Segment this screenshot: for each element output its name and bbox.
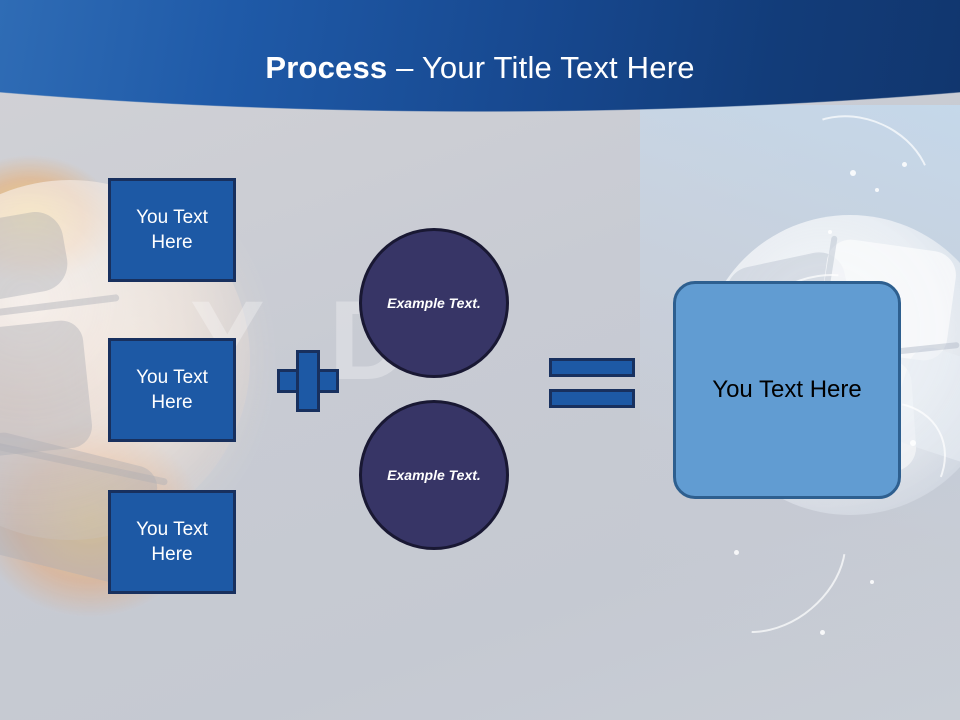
example-circle-1[interactable]: Example Text.	[359, 228, 509, 378]
example-circle-1-label: Example Text.	[387, 294, 481, 311]
slide-header: Process – Your Title Text Here	[0, 0, 960, 136]
input-box-3[interactable]: You Text Here	[108, 490, 236, 594]
page-title: Process – Your Title Text Here	[0, 50, 960, 86]
result-box-label: You Text Here	[712, 376, 862, 403]
example-circle-2[interactable]: Example Text.	[359, 400, 509, 550]
input-box-1[interactable]: You Text Here	[108, 178, 236, 282]
input-box-1-label: You Text Here	[136, 207, 208, 253]
input-box-2[interactable]: You Text Here	[108, 338, 236, 442]
page-title-strong: Process	[265, 50, 388, 85]
header-blue-band	[0, 0, 960, 136]
example-circle-2-label: Example Text.	[387, 466, 481, 483]
plus-icon	[277, 350, 339, 412]
input-box-3-label: You Text Here	[136, 519, 208, 565]
result-box[interactable]: You Text Here	[673, 281, 901, 499]
page-title-rest: – Your Title Text Here	[387, 50, 695, 85]
equals-icon	[549, 358, 635, 408]
input-box-2-label: You Text Here	[136, 367, 208, 413]
